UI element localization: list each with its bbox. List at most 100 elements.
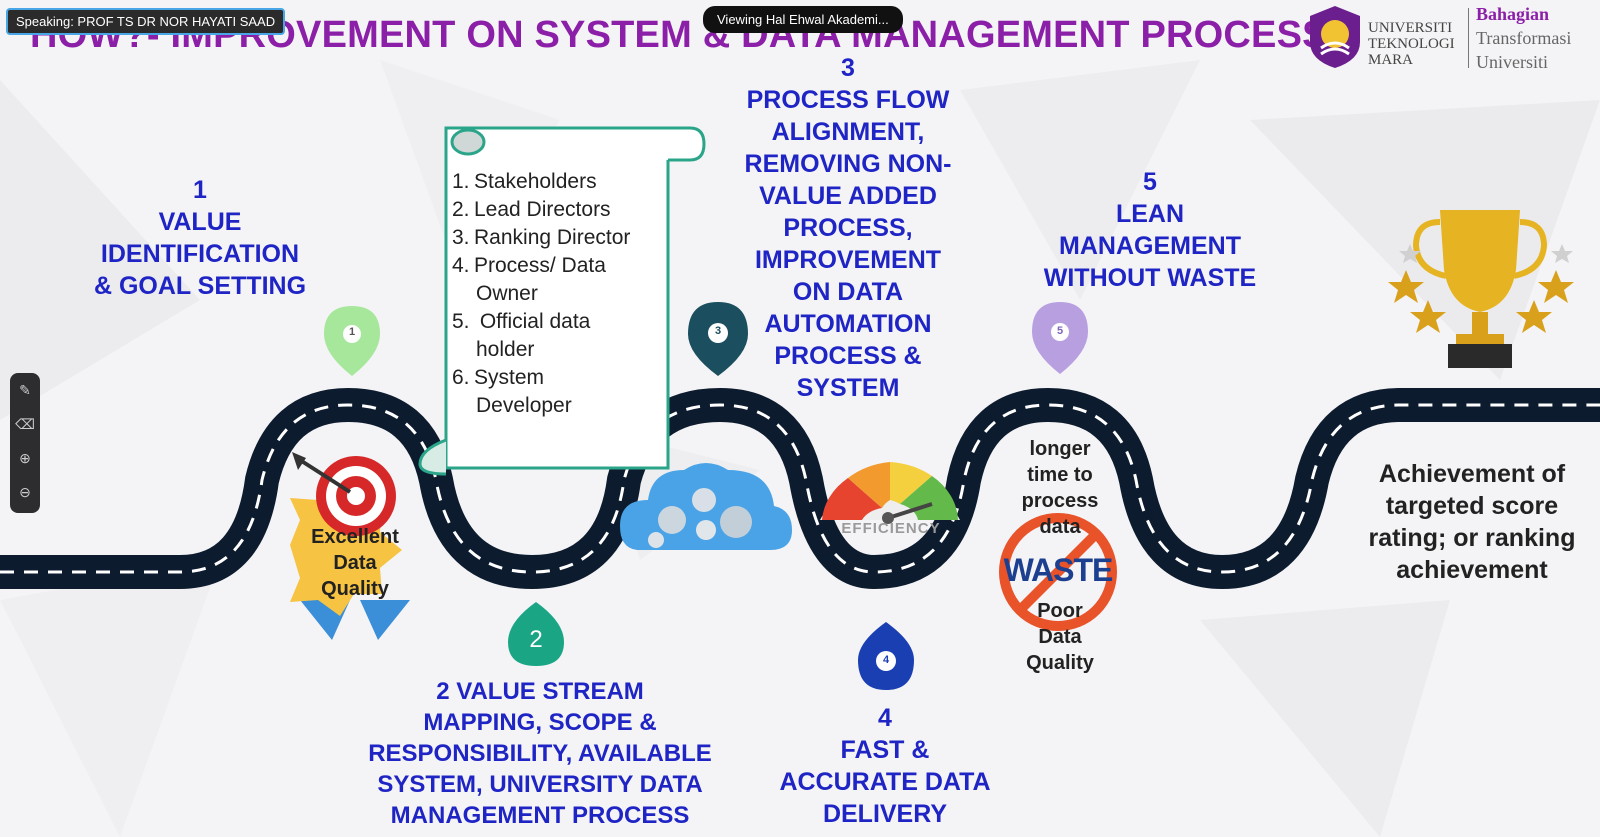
no-waste-sign bbox=[999, 513, 1117, 631]
badge-line: Data bbox=[333, 552, 377, 574]
viewing-share-label[interactable]: Viewing Hal Ehwal Akademi... bbox=[703, 6, 903, 33]
pin-1-marker bbox=[324, 306, 380, 376]
step-line: 4 bbox=[878, 704, 892, 732]
waste-below-text: Poor Data Quality bbox=[1000, 598, 1120, 676]
cloud-gears-illustration bbox=[620, 463, 792, 550]
step-line: SYSTEM bbox=[796, 374, 900, 402]
waste-line: Poor bbox=[1037, 600, 1083, 622]
waste-line: Data bbox=[1038, 626, 1082, 648]
list-text-cont: Developer bbox=[476, 394, 572, 417]
achievement-line: targeted score bbox=[1385, 492, 1559, 520]
scroll-paper bbox=[418, 126, 706, 476]
zoom-out-icon[interactable]: ⊖ bbox=[19, 483, 31, 500]
step-line: WITHOUT WASTE bbox=[1043, 264, 1257, 292]
target-badge-illustration bbox=[290, 452, 410, 640]
list-item: 3.Ranking Director bbox=[452, 224, 630, 252]
step-line: IDENTIFICATION bbox=[100, 240, 300, 268]
list-text: System bbox=[474, 366, 545, 389]
step-line: LEAN bbox=[1115, 200, 1185, 228]
logo-unit-name: Bahagian Transformasi Universiti bbox=[1476, 2, 1571, 74]
pin-3-number: 3 bbox=[714, 325, 722, 337]
list-text: Official data bbox=[474, 310, 591, 333]
list-text: Process/ Data bbox=[474, 254, 606, 277]
list-number: 2. bbox=[452, 198, 470, 221]
step-line: PROCESS & bbox=[774, 342, 922, 370]
step-line: & GOAL SETTING bbox=[93, 272, 307, 300]
waste-above-text: longer time to process data bbox=[1000, 436, 1120, 540]
step-line: MANAGEMENT PROCESS bbox=[390, 802, 690, 829]
pin-5-marker bbox=[1032, 302, 1088, 374]
step-line: REMOVING NON- bbox=[744, 150, 952, 178]
step-line: SYSTEM, UNIVERSITY DATA bbox=[377, 771, 703, 798]
logo-line: MARA bbox=[1368, 52, 1414, 68]
zoom-in-icon[interactable]: ⊕ bbox=[19, 449, 31, 466]
logo-line: Transformasi bbox=[1476, 28, 1572, 48]
pen-icon[interactable]: ✎ bbox=[19, 381, 31, 398]
step-line: IMPROVEMENT bbox=[754, 246, 942, 274]
pin-4-marker bbox=[858, 622, 914, 690]
list-text-cont: Owner bbox=[476, 282, 538, 305]
uitm-crest-icon bbox=[1310, 6, 1360, 68]
step-line: ON DATA bbox=[792, 278, 904, 306]
pin-2-marker bbox=[508, 602, 564, 666]
logo-line: Bahagian bbox=[1476, 4, 1550, 24]
waste-line: Quality bbox=[1026, 652, 1094, 674]
step-3-text: 3 PROCESS FLOW ALIGNMENT, REMOVING NON- … bbox=[718, 52, 978, 404]
list-number: 6. bbox=[452, 366, 470, 389]
list-text: Ranking Director bbox=[474, 226, 631, 249]
step-line: RESPONSIBILITY, AVAILABLE bbox=[368, 740, 712, 767]
step-line: MAPPING, SCOPE & bbox=[423, 709, 657, 736]
list-item: 1.Stakeholders bbox=[452, 168, 630, 196]
logo-line: UNIVERSITI bbox=[1368, 20, 1453, 36]
pin-1-number: 1 bbox=[348, 326, 356, 338]
step-line: 1 bbox=[193, 176, 207, 204]
logo-university-name: UNIVERSITI TEKNOLOGI MARA bbox=[1368, 20, 1455, 68]
step-line: PROCESS, bbox=[783, 214, 913, 242]
list-text-cont: holder bbox=[476, 338, 535, 361]
waste-line: time to bbox=[1027, 464, 1093, 486]
list-item: 5. Official data holder bbox=[452, 308, 630, 364]
step-line: PROCESS FLOW bbox=[746, 86, 950, 114]
step-line: ALIGNMENT, bbox=[771, 118, 925, 146]
badge-text: Excellent Data Quality bbox=[290, 524, 420, 602]
list-number: 4. bbox=[452, 254, 470, 277]
waste-line: process bbox=[1021, 490, 1099, 512]
step-5-text: 5 LEAN MANAGEMENT WITHOUT WASTE bbox=[1020, 166, 1280, 294]
list-text: Stakeholders bbox=[474, 170, 597, 193]
achievement-line: rating; or ranking bbox=[1368, 524, 1576, 552]
step-line: 5 bbox=[1143, 168, 1157, 196]
stakeholder-list: 1.Stakeholders 2.Lead Directors 3.Rankin… bbox=[452, 168, 630, 420]
logo-divider bbox=[1468, 8, 1469, 68]
waste-line: longer bbox=[1029, 438, 1091, 460]
pin-2-number: 2 bbox=[529, 626, 543, 653]
waste-word: WASTE bbox=[1003, 552, 1114, 588]
step-1-text: 1 VALUE IDENTIFICATION & GOAL SETTING bbox=[80, 174, 320, 302]
step-line: MANAGEMENT bbox=[1059, 232, 1241, 260]
badge-line: Quality bbox=[321, 578, 389, 600]
list-number: 1. bbox=[452, 170, 470, 193]
step-line: VALUE bbox=[158, 208, 242, 236]
achievement-line: Achievement of bbox=[1378, 460, 1566, 488]
list-item: 2.Lead Directors bbox=[452, 196, 630, 224]
step-line: FAST & bbox=[840, 736, 930, 764]
achievement-line: achievement bbox=[1396, 556, 1548, 584]
step-line: 3 bbox=[841, 54, 855, 82]
list-number: 5. bbox=[452, 310, 470, 333]
step-2-text: 2 VALUE STREAM MAPPING, SCOPE & RESPONSI… bbox=[340, 676, 740, 831]
list-text: Lead Directors bbox=[474, 198, 611, 221]
logo-line: Universiti bbox=[1476, 52, 1548, 72]
waste-line: data bbox=[1039, 516, 1081, 538]
step-line: 2 VALUE STREAM bbox=[436, 678, 644, 705]
winding-road bbox=[0, 387, 1600, 590]
efficiency-gauge-illustration bbox=[820, 462, 960, 524]
logo-line: TEKNOLOGI bbox=[1368, 36, 1455, 52]
eraser-icon[interactable]: ⌫ bbox=[15, 415, 35, 432]
step-line: ACCURATE DATA bbox=[779, 768, 991, 796]
pin-4-number: 4 bbox=[882, 654, 890, 666]
badge-line: Excellent bbox=[311, 526, 399, 548]
list-number: 3. bbox=[452, 226, 470, 249]
achievement-text: Achievement of targeted score rating; or… bbox=[1362, 458, 1582, 586]
